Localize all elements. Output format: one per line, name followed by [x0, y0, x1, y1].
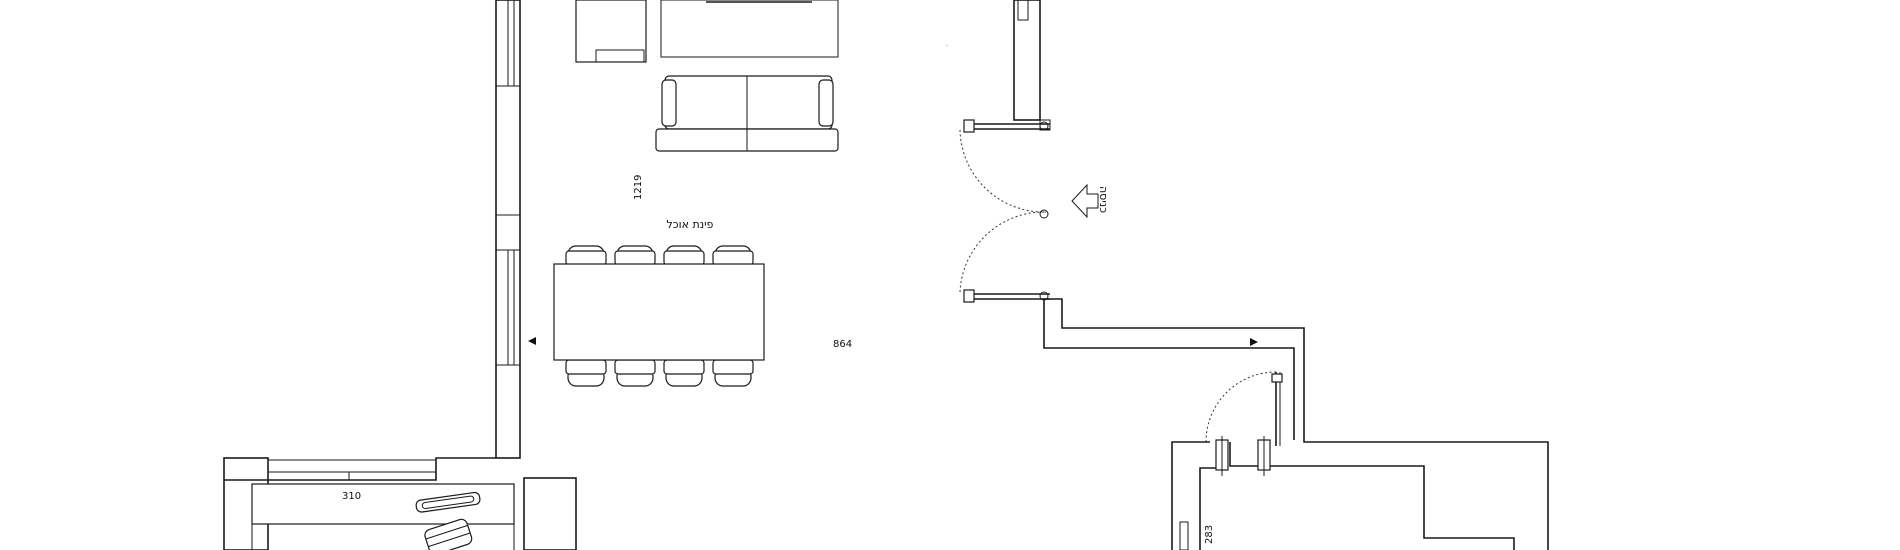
dining-chairs-top: [565, 245, 754, 266]
wardrobe: [1013, 0, 1051, 131]
bedroom-walls: [223, 457, 577, 550]
dimension-bath-depth: 283: [1204, 525, 1215, 544]
entrance-double-door: [959, 119, 1050, 303]
bath-wall: [1229, 442, 1515, 550]
armchair: [575, 0, 647, 63]
corridor-wall: [1044, 298, 1549, 550]
sofa: [655, 75, 839, 152]
left-exterior-wall: [495, 0, 521, 459]
office-chair: [415, 491, 481, 513]
bathroom-door: [1205, 371, 1283, 476]
corridor-arrow-right: [1250, 338, 1258, 346]
small-mark: .: [946, 41, 948, 48]
bathroom-room: [1171, 441, 1216, 550]
entrance-arrow-icon: [1071, 183, 1099, 219]
dimension-bedroom-width: 310: [342, 491, 361, 502]
coffee-table-rug: [660, 0, 839, 58]
corridor-wall-inner: [1043, 299, 1295, 440]
dining-table: [553, 263, 765, 361]
wall-arrow-left: [528, 337, 536, 345]
dimension-hall-width: 864: [833, 339, 852, 350]
dimension-living-depth: 1219: [633, 175, 644, 200]
entrance-label: כניסה: [1097, 186, 1110, 213]
dining-chairs-bottom: [565, 359, 754, 387]
dining-area-label: פינת אוכל: [667, 218, 714, 231]
office-chair-seat: [424, 518, 473, 550]
